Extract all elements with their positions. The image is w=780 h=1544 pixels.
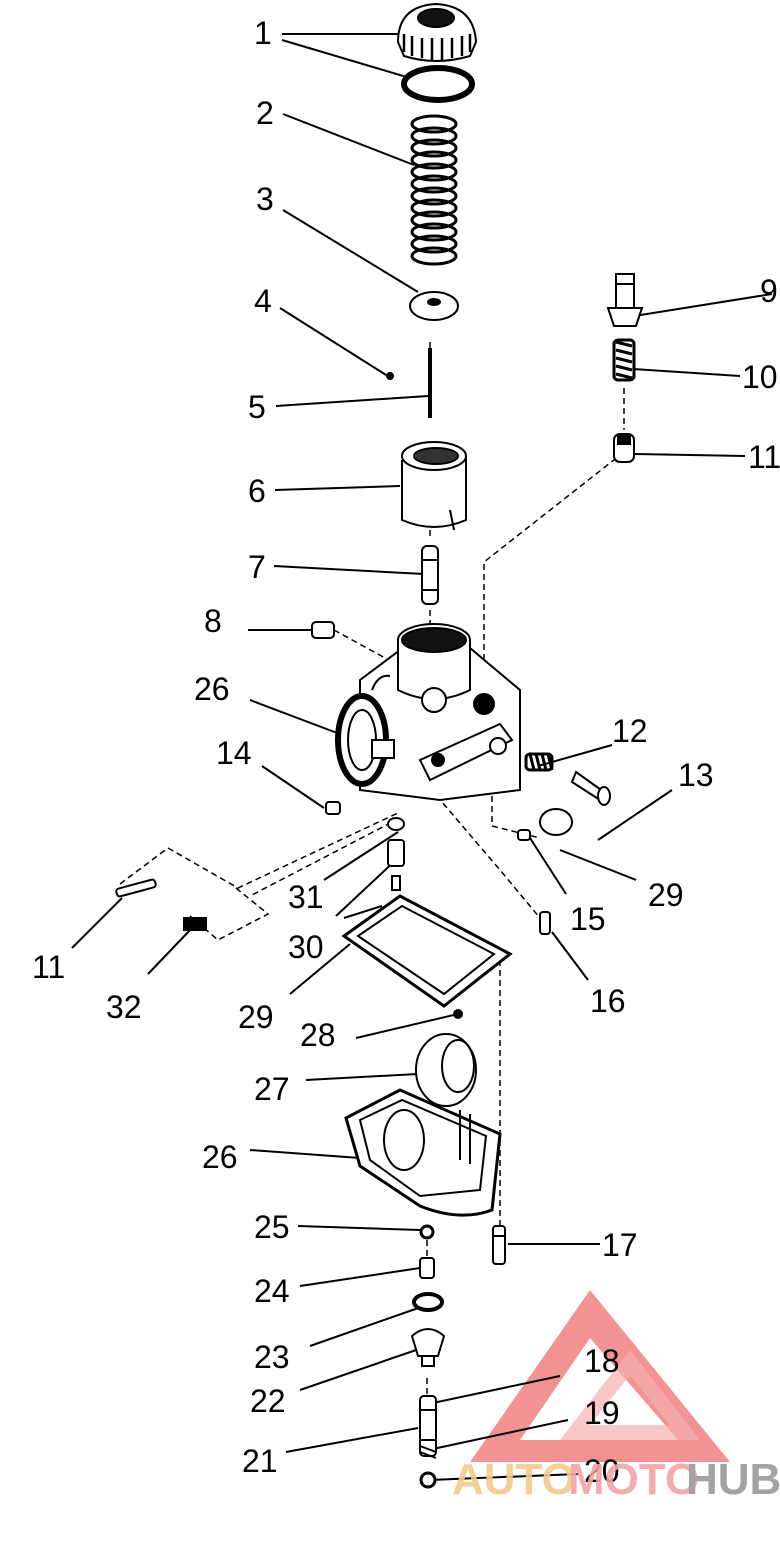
idle-spring (524, 752, 554, 772)
callout-13: 13 (678, 757, 714, 793)
hose-bracket (115, 878, 207, 931)
jet-holder (410, 1328, 446, 1367)
callout-8: 8 (204, 603, 222, 639)
throttle-slide (401, 441, 467, 531)
callout-7: 7 (248, 549, 266, 585)
cap-washer (401, 65, 475, 103)
callout-28: 28 (300, 1017, 336, 1053)
callout-26-body: 26 (194, 671, 230, 707)
callout-26-bowl: 26 (202, 1139, 238, 1175)
callout-15: 15 (570, 901, 606, 937)
watermark-hub: HUB (686, 1455, 780, 1504)
guide-lines (119, 342, 625, 1398)
pilot-cap (539, 808, 573, 836)
callout-9: 9 (760, 273, 778, 309)
callout-21: 21 (242, 1443, 278, 1479)
watermark-logo (470, 1290, 730, 1462)
callout-29-cap: 29 (648, 877, 684, 913)
needle-jet (421, 545, 439, 605)
body-screw (325, 801, 341, 815)
callout-4: 4 (254, 283, 272, 319)
fitting-part (613, 433, 635, 463)
float-part (415, 1033, 477, 1107)
carburetor-body (335, 623, 521, 802)
leader-lines (71, 33, 773, 1481)
callout-22: 22 (250, 1383, 286, 1419)
pilot-tube (419, 1395, 437, 1489)
callout-10: 10 (742, 359, 778, 395)
seat-washer (412, 1292, 444, 1312)
callout-11-top: 11 (748, 439, 780, 475)
callout-20: 20 (584, 1453, 620, 1489)
small-spring (612, 338, 636, 382)
cap-part (396, 2, 478, 62)
callout-3: 3 (256, 181, 274, 217)
main-jet (387, 817, 405, 891)
callout-29-gasket: 29 (238, 999, 274, 1035)
callout-25: 25 (254, 1209, 290, 1245)
small-screw (517, 829, 531, 841)
clip-part (386, 372, 394, 380)
spring-part (410, 114, 458, 266)
callout-12: 12 (612, 713, 648, 749)
parts (115, 2, 644, 1489)
watermark-text: AUTO MOTO HUB (452, 1455, 780, 1504)
callout-2: 2 (256, 95, 274, 131)
float-pin (453, 1009, 463, 1019)
callout-5: 5 (248, 389, 266, 425)
bowl-screw (539, 911, 551, 935)
adjuster-screw (606, 273, 644, 327)
callout-labels: 1 2 3 4 5 6 7 8 9 10 11 26 14 12 13 31 1… (32, 15, 780, 1489)
float-needle (419, 1257, 435, 1279)
callout-17: 17 (602, 1227, 638, 1263)
callout-16: 16 (590, 983, 626, 1019)
callout-23: 23 (254, 1339, 290, 1375)
callout-14: 14 (216, 735, 252, 771)
bowl-drain-screw (492, 1225, 506, 1265)
plug-part (311, 621, 335, 639)
callout-19: 19 (584, 1395, 620, 1431)
callout-27: 27 (254, 1071, 290, 1107)
callout-32: 32 (106, 989, 142, 1025)
idle-screw (570, 770, 611, 806)
check-ball (419, 1224, 435, 1240)
callout-31: 31 (288, 879, 324, 915)
watermark-auto: AUTO (452, 1455, 576, 1504)
watermark-moto: MOTO (568, 1455, 699, 1504)
callout-1: 1 (254, 15, 272, 51)
callout-30: 30 (288, 929, 324, 965)
callout-18: 18 (584, 1343, 620, 1379)
retainer-plate (409, 291, 459, 321)
callout-11-hose: 11 (32, 949, 65, 985)
callout-6: 6 (248, 473, 266, 509)
bowl-gasket (341, 894, 513, 1008)
float-bowl (344, 1088, 502, 1217)
callout-24: 24 (254, 1273, 290, 1309)
